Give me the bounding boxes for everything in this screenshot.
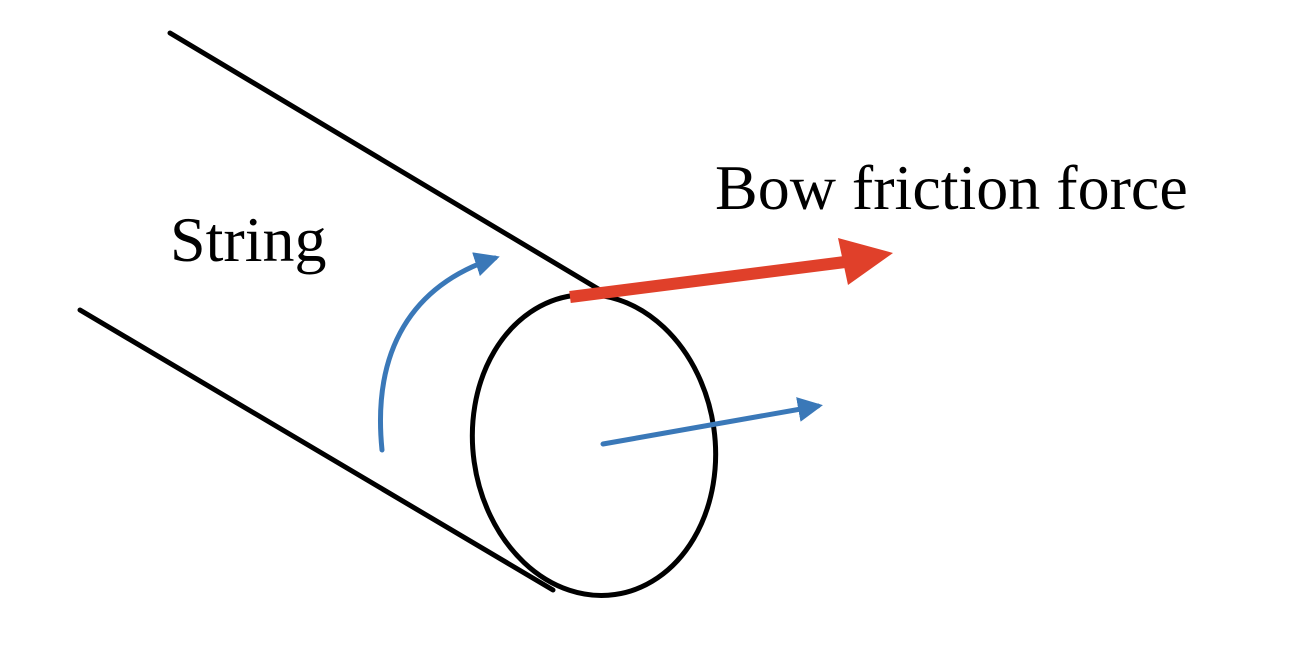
- friction-arrow-shaft: [569, 256, 846, 303]
- string-top-edge: [167, 30, 603, 293]
- rotation-arrow: [378, 252, 500, 453]
- string-label: String: [170, 204, 327, 275]
- friction-force-arrow: [569, 238, 893, 303]
- string-bottom-edge: [77, 307, 556, 593]
- bow-friction-force-label: Bow friction force: [715, 152, 1188, 223]
- friction-arrow-head: [838, 238, 893, 285]
- string-cross-section: [469, 292, 719, 598]
- translation-arrow: [600, 397, 823, 447]
